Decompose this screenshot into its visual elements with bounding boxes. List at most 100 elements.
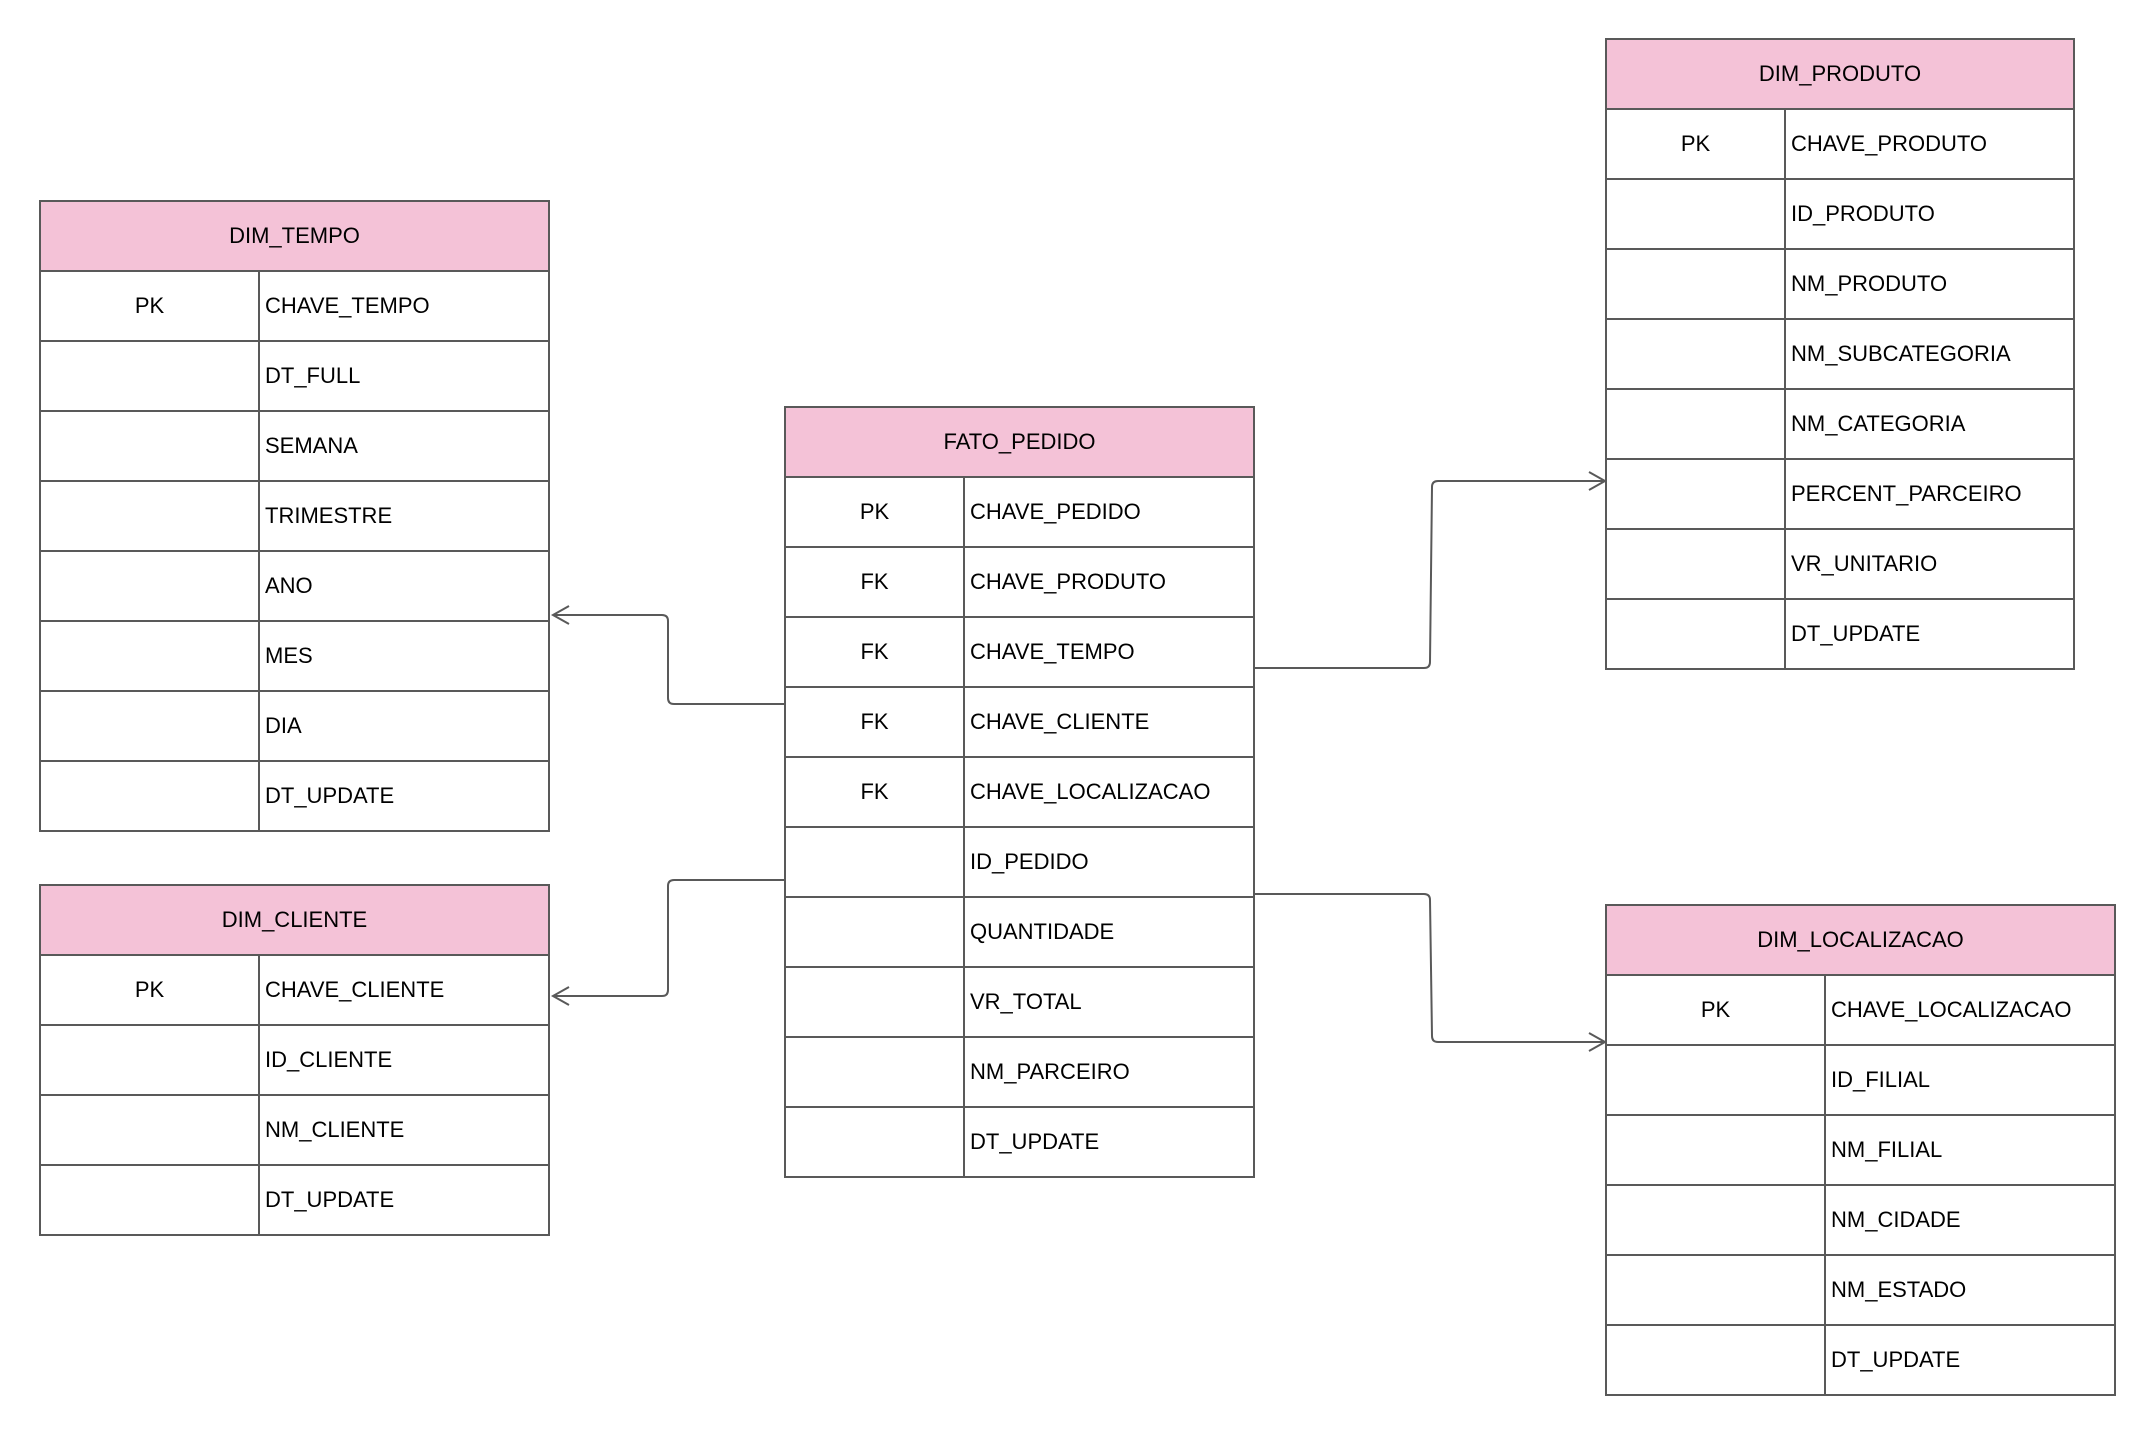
- connector-fato-to-dim-produto: [1255, 480, 1605, 669]
- key-cell: PK: [1607, 976, 1826, 1044]
- key-cell: [41, 412, 260, 480]
- column-name: CHAVE_PEDIDO: [970, 499, 1141, 524]
- column-name: NM_CLIENTE: [265, 1117, 405, 1142]
- table-header-dim-produto: DIM_PRODUTO: [1607, 40, 2073, 110]
- column-name: TRIMESTRE: [265, 503, 393, 528]
- column-name: CHAVE_TEMPO: [970, 639, 1135, 664]
- table-row: NM_CLIENTE: [41, 1096, 548, 1166]
- table-title: DIM_CLIENTE: [221, 907, 368, 932]
- column-name: ID_FILIAL: [1831, 1067, 1931, 1092]
- column-name: CHAVE_CLIENTE: [970, 709, 1150, 734]
- table-row: NM_PRODUTO: [1607, 250, 2073, 320]
- key-cell: [1607, 320, 1786, 388]
- key-cell: [41, 692, 260, 760]
- key-cell: [1607, 390, 1786, 458]
- key-cell: [786, 898, 965, 966]
- arrowhead-dim-produto: [1588, 471, 1608, 491]
- key-cell: [41, 342, 260, 410]
- key-cell: [41, 552, 260, 620]
- connector-fato-to-dim-localizacao: [1255, 893, 1605, 1043]
- key-cell: [1607, 180, 1786, 248]
- table-row: ID_FILIAL: [1607, 1046, 2114, 1116]
- key-cell: [41, 622, 260, 690]
- column-name: DT_FULL: [265, 363, 361, 388]
- table-title: DIM_TEMPO: [229, 223, 360, 248]
- key-cell: [786, 968, 965, 1036]
- table-row: NM_PARCEIRO: [786, 1038, 1253, 1108]
- table-row: DIA: [41, 692, 548, 762]
- table-row: NM_CIDADE: [1607, 1186, 2114, 1256]
- table-row: NM_ESTADO: [1607, 1256, 2114, 1326]
- key-cell: [1607, 1326, 1826, 1394]
- table-row: TRIMESTRE: [41, 482, 548, 552]
- key-cell: [41, 1026, 260, 1094]
- column-name: DT_UPDATE: [265, 783, 395, 808]
- key-cell: [41, 482, 260, 550]
- key-cell: FK: [786, 688, 965, 756]
- column-name: VR_UNITARIO: [1791, 551, 1938, 576]
- column-name: ID_CLIENTE: [265, 1047, 393, 1072]
- column-name: SEMANA: [265, 433, 358, 458]
- table-title: DIM_PRODUTO: [1758, 61, 1922, 86]
- table-row: DT_UPDATE: [786, 1108, 1253, 1176]
- column-name: NM_ESTADO: [1831, 1277, 1967, 1302]
- table-title: DIM_LOCALIZACAO: [1757, 927, 1964, 952]
- table-row: NM_FILIAL: [1607, 1116, 2114, 1186]
- key-cell: [786, 1108, 965, 1176]
- key-cell: [1607, 1186, 1826, 1254]
- connector-fato-to-dim-cliente: [553, 879, 787, 997]
- key-cell: PK: [786, 478, 965, 546]
- table-header-dim-tempo: DIM_TEMPO: [41, 202, 548, 272]
- column-name: ID_PRODUTO: [1791, 201, 1935, 226]
- table-row: DT_UPDATE: [41, 762, 548, 830]
- table-row: DT_UPDATE: [1607, 600, 2073, 668]
- table-row: ANO: [41, 552, 548, 622]
- column-name: ID_PEDIDO: [970, 849, 1089, 874]
- column-name: NM_CIDADE: [1831, 1207, 1961, 1232]
- table-row: DT_UPDATE: [41, 1166, 548, 1234]
- key-cell: [786, 828, 965, 896]
- table-row: VR_TOTAL: [786, 968, 1253, 1038]
- table-row: PERCENT_PARCEIRO: [1607, 460, 2073, 530]
- arrowhead-dim-cliente: [550, 986, 570, 1006]
- column-name: NM_FILIAL: [1831, 1137, 1943, 1162]
- table-row: MES: [41, 622, 548, 692]
- key-cell: [1607, 530, 1786, 598]
- column-name: VR_TOTAL: [970, 989, 1082, 1014]
- table-row: NM_SUBCATEGORIA: [1607, 320, 2073, 390]
- column-name: CHAVE_LOCALIZACAO: [1831, 997, 2072, 1022]
- key-cell: [786, 1038, 965, 1106]
- key-cell: FK: [786, 548, 965, 616]
- table-header-fato-pedido: FATO_PEDIDO: [786, 408, 1253, 478]
- column-name: NM_PRODUTO: [1791, 271, 1948, 296]
- column-name: DT_UPDATE: [265, 1187, 395, 1212]
- table-row: ID_PRODUTO: [1607, 180, 2073, 250]
- table-row: NM_CATEGORIA: [1607, 390, 2073, 460]
- column-name: PERCENT_PARCEIRO: [1791, 481, 2022, 506]
- key-cell: [1607, 1046, 1826, 1114]
- key-cell: PK: [41, 956, 260, 1024]
- column-name: DT_UPDATE: [1831, 1347, 1961, 1372]
- key-cell: [41, 762, 260, 830]
- key-cell: [1607, 1116, 1826, 1184]
- key-cell: PK: [1607, 110, 1786, 178]
- table-row: VR_UNITARIO: [1607, 530, 2073, 600]
- column-name: NM_SUBCATEGORIA: [1791, 341, 2011, 366]
- arrowhead-dim-tempo: [550, 605, 570, 625]
- arrowhead-dim-localizacao: [1588, 1032, 1608, 1052]
- column-name: QUANTIDADE: [970, 919, 1115, 944]
